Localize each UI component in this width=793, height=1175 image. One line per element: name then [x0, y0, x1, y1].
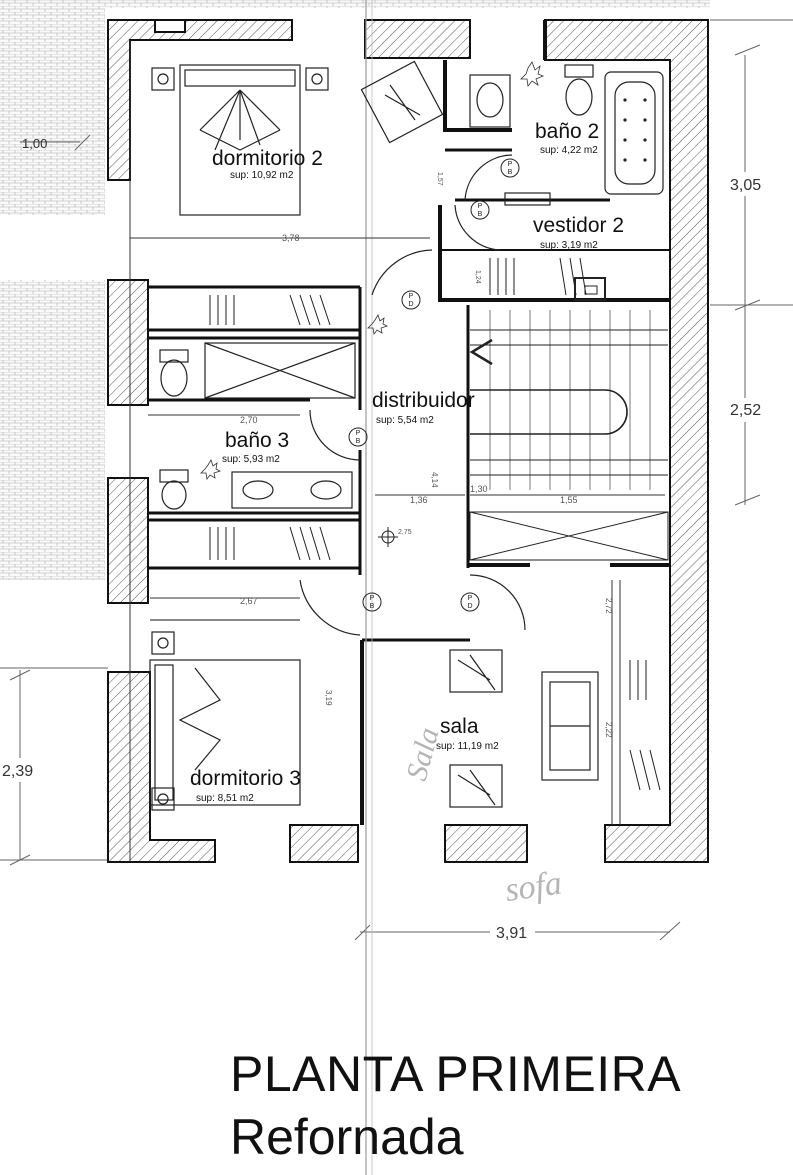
inner-dim: 1,55	[560, 495, 578, 505]
plants	[200, 61, 545, 480]
facade-texture-mid	[0, 280, 105, 580]
skylight	[360, 60, 444, 144]
room-area-sala: sup: 11,19 m2	[436, 741, 499, 752]
inner-dim: 2,70	[240, 415, 258, 425]
room-name-distribuidor: distribuidor	[372, 389, 475, 412]
bano-3-fixtures	[159, 342, 356, 510]
wardrobes	[209, 257, 669, 791]
door-symbol-text: P	[508, 161, 513, 168]
door-symbol-text: P	[356, 430, 361, 437]
inner-dim: 2,75	[398, 529, 412, 536]
door-symbol-text: P	[468, 595, 473, 602]
room-name-dormitorio-3: dormitorio 3	[190, 767, 301, 790]
dim-left-bottom: 2,39	[2, 763, 33, 780]
room-labels: dormitorio 2 sup: 10,92 m2 baño 2 sup: 4…	[190, 120, 624, 804]
inner-dim: 2,72	[604, 598, 613, 614]
room-area-vestidor-2: sup: 3,19 m2	[540, 240, 598, 251]
inner-dim: 1,30	[470, 484, 488, 494]
thin-lines	[129, 0, 665, 1175]
door-swings	[299, 154, 551, 636]
door-symbol-text: B	[478, 211, 483, 218]
door-symbol-text: P	[409, 293, 414, 300]
door-symbol-text: B	[370, 603, 375, 610]
plan-subtitle: Refornada	[230, 1109, 464, 1165]
inner-dim: 1,36	[410, 495, 428, 505]
dimension-lines	[0, 19, 793, 941]
roof-edge-texture	[105, 0, 710, 8]
room-area-bano-2: sup: 4,22 m2	[540, 145, 598, 156]
handwritten-note-sofa: sofa	[503, 865, 564, 910]
door-symbol-text: B	[508, 169, 513, 176]
room-area-distribuidor: sup: 5,54 m2	[376, 415, 434, 426]
staircase	[469, 310, 668, 490]
dim-right-mid: 2,52	[730, 402, 761, 419]
door-symbol-letters: P B P B P D P B P B P D	[356, 161, 513, 610]
handwritten-note-sala: Sala	[400, 724, 446, 784]
bed-dormitorio-2	[151, 64, 329, 216]
plan-title: PLANTA PRIMEIRA	[230, 1046, 682, 1102]
dimension-labels: 3,05 2,52 2,39 3,91 1,00	[0, 136, 777, 943]
dim-left-top: 1,00	[22, 136, 47, 151]
partitions	[148, 20, 670, 825]
room-name-vestidor-2: vestidor 2	[533, 214, 624, 237]
room-area-dormitorio-2: sup: 10,92 m2	[230, 170, 294, 181]
inner-dim: 2,67	[240, 596, 258, 606]
bed-dormitorio-3	[149, 631, 301, 811]
door-symbol-text: B	[356, 438, 361, 445]
room-area-bano-3: sup: 5,93 m2	[222, 454, 280, 465]
door-symbol-text: P	[370, 595, 375, 602]
dim-right-top: 3,05	[730, 177, 761, 194]
inner-dim: 4,14	[430, 472, 439, 488]
inner-dim: 2,22	[604, 722, 613, 738]
door-symbol-text: P	[478, 203, 483, 210]
sala-furniture	[449, 649, 599, 808]
room-name-sala: sala	[440, 715, 479, 738]
dim-bottom: 3,91	[496, 925, 527, 942]
facade-texture-top	[0, 0, 105, 215]
door-symbol-text: D	[408, 301, 413, 308]
room-name-bano-3: baño 3	[225, 429, 289, 452]
inner-dim: 3,19	[324, 690, 333, 706]
inner-dim: 1,24	[474, 270, 481, 284]
door-symbol-text: D	[467, 603, 472, 610]
inner-dim: 3,78	[282, 233, 300, 243]
door-symbols	[348, 158, 520, 612]
room-name-bano-2: baño 2	[535, 120, 599, 143]
room-area-dormitorio-3: sup: 8,51 m2	[196, 793, 254, 804]
walls	[107, 19, 709, 863]
room-name-dormitorio-2: dormitorio 2	[212, 147, 323, 170]
inner-dim: 1,57	[436, 172, 443, 186]
inner-dimension-labels: 3,78 2,70 1,36 1,30 1,55 2,67 2,75 4,14 …	[240, 172, 613, 738]
bano-2-fixtures	[469, 64, 664, 195]
